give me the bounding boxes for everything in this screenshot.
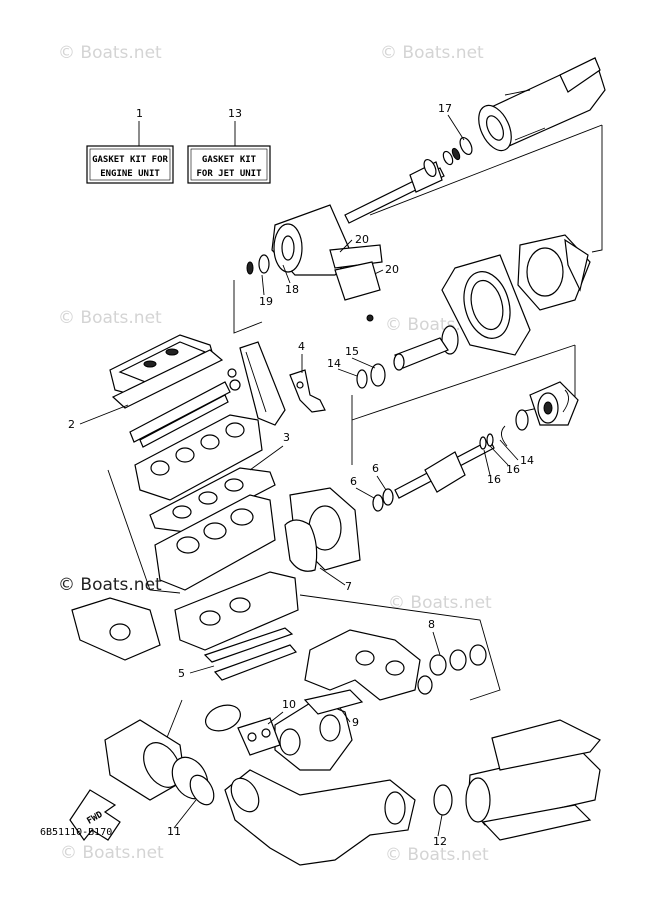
cover-gasket — [284, 519, 318, 572]
diagram-code: 6B51110-B170 — [40, 827, 112, 838]
callout-number: 5 — [178, 667, 185, 680]
hose-clamp — [204, 704, 242, 732]
crankcase-gasket — [203, 627, 294, 663]
drive-shaft-lower — [394, 433, 495, 499]
bracket-line — [233, 280, 263, 334]
cylinder-head-cover — [109, 334, 216, 399]
bolt — [366, 314, 374, 322]
kit-label-line2: ENGINE UNIT — [100, 169, 160, 179]
callout-number: 16 — [487, 473, 501, 486]
oil-seal — [515, 409, 529, 431]
cylinder-block — [154, 494, 276, 591]
oil-pan — [71, 597, 161, 661]
exhaust-gasket-plate — [237, 717, 281, 756]
callout-number: 11 — [167, 825, 181, 838]
exhaust-gaskets — [417, 644, 487, 695]
callout-number: 1 — [136, 107, 143, 120]
timing-chain — [239, 341, 286, 426]
o-ring — [258, 254, 270, 274]
drive-shaft-upper — [344, 147, 461, 224]
forward-arrow-icon: FWD — [69, 789, 121, 842]
exhaust-gasket — [303, 689, 364, 715]
bearing — [370, 363, 386, 387]
callout-number: 17 — [438, 102, 452, 115]
bearing-housing — [529, 381, 579, 426]
jet-nozzle-assembly — [478, 57, 606, 152]
jet-housing-middle — [271, 204, 383, 276]
callout-number: 9 — [352, 716, 359, 729]
gasket-kit-engine-label: 1 GASKET KIT FOR ENGINE UNIT — [86, 107, 174, 184]
gasket-kit-jet-label: 13 GASKET KIT FOR JET UNIT — [187, 107, 271, 184]
callout-number: 15 — [345, 345, 359, 358]
exhaust-gasket — [433, 784, 453, 816]
oil-seal — [382, 488, 394, 506]
cylinder-head-gasket — [149, 467, 276, 533]
exhaust-gasket — [189, 774, 215, 806]
kit-label-line1: GASKET KIT — [202, 155, 257, 165]
camshafts — [129, 379, 241, 448]
chain-tensioner — [289, 369, 326, 413]
bracket-line — [591, 125, 603, 253]
intermediate-housing-plate — [441, 254, 531, 356]
watermark: © Boats.net — [380, 43, 484, 63]
water-lock-muffler — [465, 719, 601, 841]
watermark: © Boats.net — [60, 843, 164, 863]
bracket-line — [351, 344, 576, 421]
o-ring — [459, 136, 473, 156]
callout-number: 14 — [520, 454, 534, 467]
drive-shaft-sleeve — [393, 337, 449, 371]
circlip — [562, 389, 569, 413]
bracket-line — [299, 594, 501, 701]
callout-number: 16 — [506, 463, 520, 476]
callout-number: 6 — [372, 462, 379, 475]
callout-number: 13 — [228, 107, 242, 120]
kit-label-line2: FOR JET UNIT — [196, 169, 262, 179]
watermark: © Boats.net — [58, 43, 162, 63]
kit-label-line1: GASKET KIT FOR — [92, 155, 168, 165]
watermark: © Boats.net — [58, 575, 162, 595]
callout-number: 3 — [283, 431, 290, 444]
callout-number: 12 — [433, 835, 447, 848]
callout-number: 8 — [428, 618, 435, 631]
exhaust-manifold — [304, 629, 421, 701]
watermark: © Boats.net — [58, 308, 162, 328]
callout-number: 19 — [259, 295, 273, 308]
plug — [227, 368, 237, 378]
muffler-chamber — [104, 719, 186, 801]
duct-gasket — [334, 261, 381, 301]
exhaust-pipe — [224, 769, 416, 866]
exhaust-pipe-junction — [274, 699, 353, 771]
callout-number: 7 — [345, 580, 352, 593]
crankcase-gasket — [213, 644, 298, 681]
callout-number: 20 — [385, 263, 399, 276]
bracket-line — [369, 124, 603, 216]
bracket-line — [107, 469, 181, 594]
watermark: © Boats.net — [385, 845, 489, 865]
callout-number: 20 — [355, 233, 369, 246]
impeller-housing — [517, 234, 591, 311]
callout-number: 2 — [68, 418, 75, 431]
callout-number: 6 — [350, 475, 357, 488]
oil-seal — [356, 369, 368, 389]
oil-seal — [246, 261, 254, 275]
circlip — [501, 425, 508, 447]
crankcase — [174, 571, 299, 651]
cylinder-head — [134, 414, 263, 501]
watermark: © Boats.net — [388, 593, 492, 613]
callout-number: 4 — [298, 340, 305, 353]
callout-number: 10 — [282, 698, 296, 711]
oil-seal — [372, 494, 384, 512]
callout-number: 14 — [327, 357, 341, 370]
callout-number: 18 — [285, 283, 299, 296]
head-cover-gasket — [111, 349, 224, 409]
